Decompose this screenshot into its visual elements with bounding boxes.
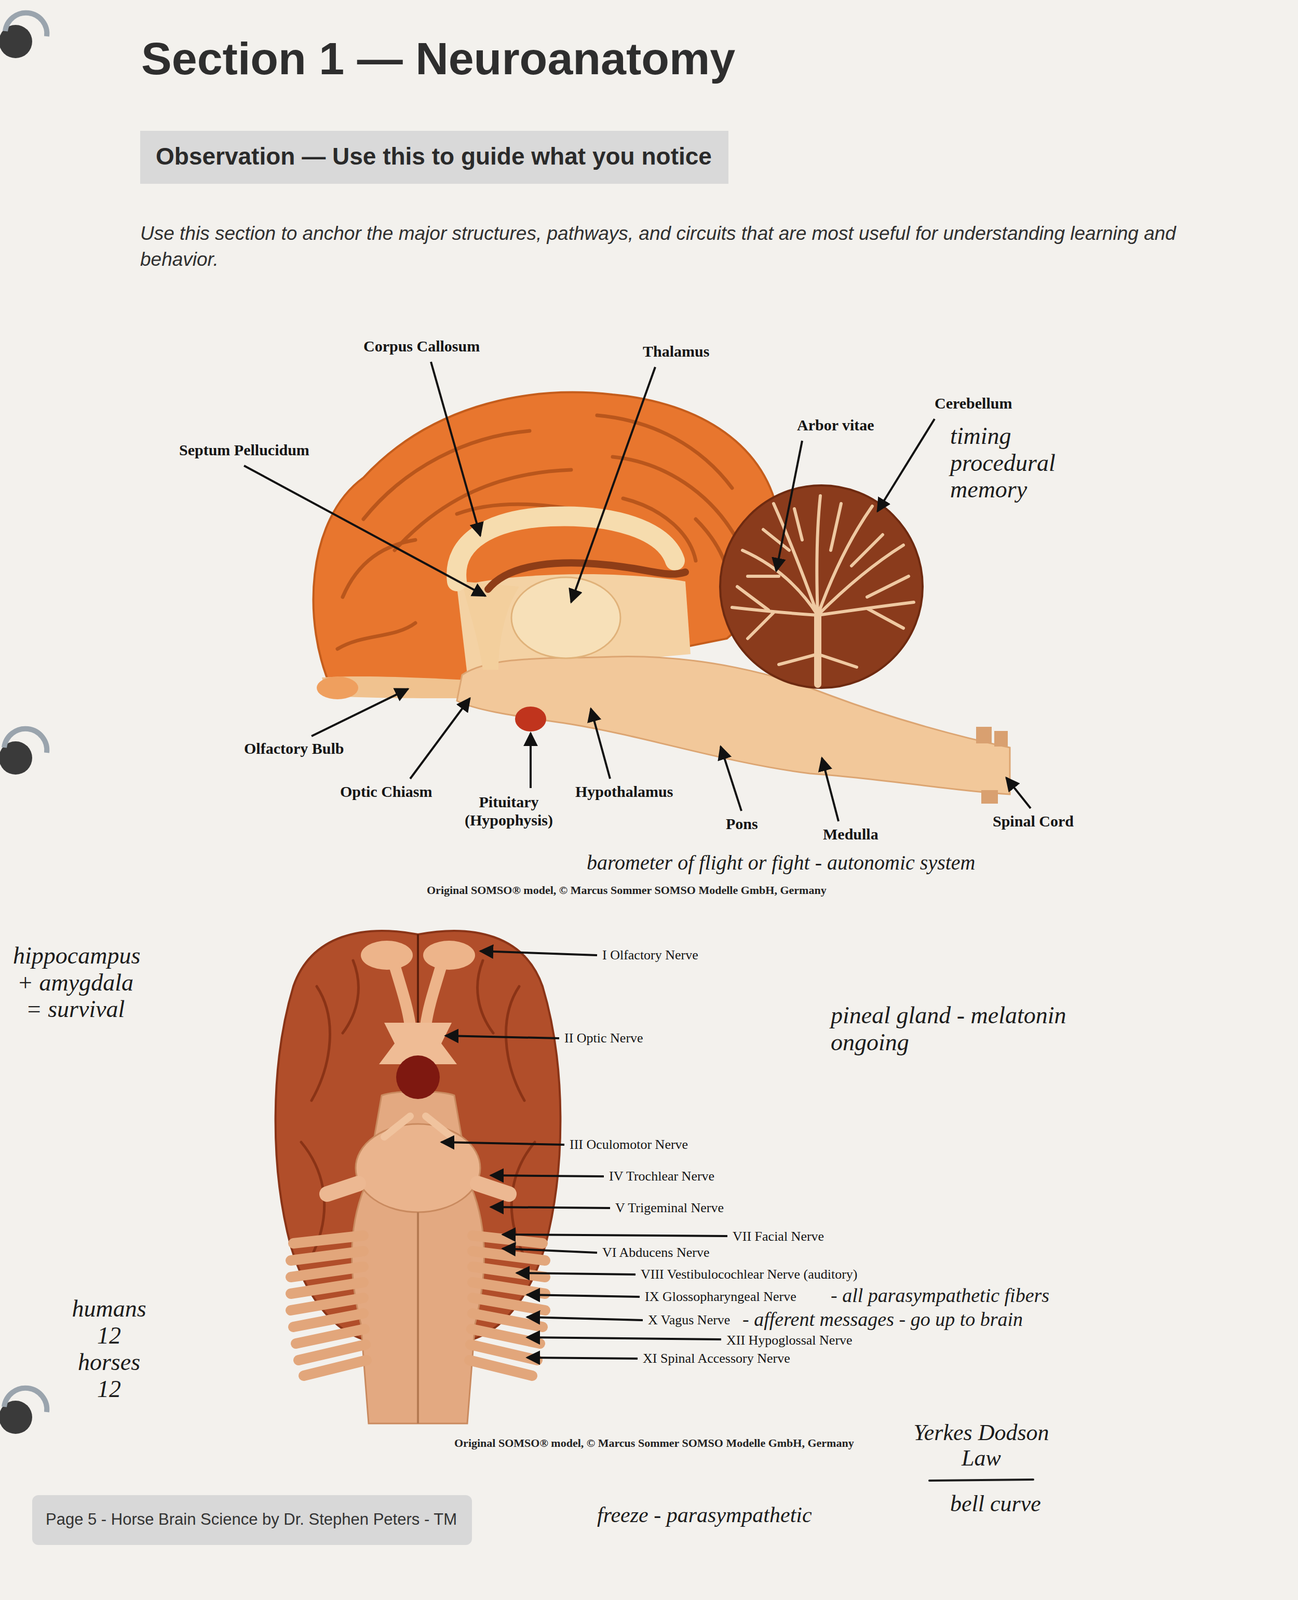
structure-label: Corpus Callosum: [363, 337, 480, 356]
leader-arrow: [526, 1357, 638, 1359]
leader-arrow: [445, 1035, 560, 1039]
page-title: Section 1 — Neuroanatomy: [141, 32, 736, 85]
thalamus: [511, 577, 621, 659]
olfactory-bulb: [316, 676, 359, 700]
copyright-note: Original SOMSO® model, © Marcus Sommer S…: [426, 883, 827, 898]
cranial-nerve: [327, 1183, 509, 1195]
structure-label: Spinal Cord: [992, 812, 1074, 831]
leader-arrow: [526, 1317, 643, 1321]
nerve-label: I Olfactory Nerve: [602, 947, 699, 964]
structure-label: Pons: [725, 815, 759, 834]
leader-arrow: [311, 688, 409, 737]
handwritten-note: - all parasympathetic fibers: [830, 1284, 1050, 1307]
olfactory-bulb: [423, 940, 476, 970]
leader-arrow: [571, 367, 656, 603]
intro-text: Use this section to anchor the major str…: [140, 220, 1231, 273]
pituitary: [515, 706, 547, 732]
brainstem: [351, 1091, 484, 1425]
leader-arrow: [776, 440, 803, 572]
nerve-root: [976, 726, 992, 744]
binder-ring: [5, 12, 47, 37]
structure-label: Medulla: [822, 825, 879, 844]
nerve-label: XII Hypoglossal Nerve: [726, 1332, 853, 1349]
arbor-vitae: [732, 495, 914, 668]
nerve-label: IX Glossopharyngeal Nerve: [644, 1289, 797, 1305]
nerve-label: X Vagus Nerve: [647, 1312, 730, 1329]
structure-label: Olfactory Bulb: [244, 739, 345, 759]
nerve-root: [994, 731, 1008, 747]
binder-rings: [0, 12, 47, 1435]
handwritten-note: freeze - parasympathetic: [597, 1503, 813, 1528]
longitudinal-fissure: [416, 934, 419, 1034]
node-text: Observation — Use this to guide what you…: [155, 142, 713, 171]
handwritten-note: Yerkes Dodson Law: [903, 1420, 1060, 1472]
leader-arrow: [502, 1234, 728, 1237]
leader-arrow: [526, 1294, 640, 1297]
structure-label: Optic Chiasm: [340, 782, 433, 802]
nerve-label: II Optic Nerve: [564, 1030, 644, 1047]
handwritten-note: timing procedural memory: [950, 422, 1096, 504]
cranial-nerve: [469, 1235, 546, 1376]
olfactory-tract: [394, 965, 442, 1026]
olfactory-bulb: [360, 940, 413, 970]
nerve-label: XI Spinal Accessory Nerve: [642, 1350, 791, 1367]
leader-arrow: [430, 361, 481, 536]
leader-arrow: [410, 698, 470, 779]
leader-arrow: [720, 746, 742, 811]
structure-label: Septum Pellucidum: [179, 441, 310, 460]
cranial-nerve: [384, 1116, 452, 1138]
leader-arrow: [590, 708, 611, 779]
handwritten-note: pineal gland - melatonin ongoing: [830, 1002, 1143, 1056]
section-banner: Observation — Use this to guide what you…: [140, 130, 729, 184]
ventral-brain-model: [275, 930, 561, 1424]
leader-arrow: [529, 733, 532, 789]
cerebellum: [720, 485, 923, 688]
nerve-label: III Oculomotor Nerve: [569, 1137, 688, 1153]
nerve-label: VII Facial Nerve: [732, 1228, 824, 1245]
septum-pellucidum: [462, 581, 520, 670]
leader-arrows: [244, 361, 1031, 1359]
leader-arrow: [877, 418, 935, 512]
copyright-note: Original SOMSO® model, © Marcus Sommer S…: [454, 1436, 855, 1451]
nerve-label: VIII Vestibulocochlear Nerve (auditory): [640, 1266, 858, 1283]
brainstem: [456, 656, 1010, 795]
structure-label: Thalamus: [642, 342, 710, 361]
structure-label: Pituitary (Hypophysis): [451, 793, 566, 830]
structure-label: Hypothalamus: [575, 782, 673, 802]
nerve-label: IV Trochlear Nerve: [609, 1168, 715, 1185]
leader-arrow: [441, 1142, 565, 1145]
leader-arrow: [526, 1337, 722, 1340]
handwritten-note: humans 12 horses 12: [64, 1295, 154, 1403]
leader-arrow: [502, 1248, 598, 1253]
ventral-fissure: [416, 1212, 419, 1424]
handwritten-underline: [929, 1479, 1034, 1481]
leader-arrow: [490, 1207, 611, 1209]
nerve-root: [981, 790, 998, 804]
handwritten-note: hippocampus + amygdala = survival: [12, 942, 138, 1023]
leader-arrow: [490, 1175, 604, 1177]
structure-label: Arbor vitae: [796, 416, 875, 435]
binder-ring: [4, 728, 47, 753]
handwritten-note: - afferent messages - go up to brain: [742, 1308, 1023, 1331]
cerebrum: [313, 392, 780, 695]
leader-arrow: [821, 758, 839, 822]
node-text: Page 5 - Horse Brain Science by Dr. Step…: [45, 1509, 459, 1530]
arbor-vitae: [814, 615, 822, 685]
cranial-nerve: [290, 1235, 367, 1376]
binder-ring: [4, 1388, 47, 1413]
page-footer: Page 5 - Horse Brain Science by Dr. Step…: [32, 1495, 472, 1546]
leader-arrow: [1006, 777, 1031, 809]
pons: [355, 1124, 481, 1213]
handwritten-note: barometer of flight or fight - autonomic…: [586, 851, 976, 875]
pituitary: [396, 1055, 440, 1100]
leader-arrow: [244, 465, 486, 597]
nerve-label: V Trigeminal Nerve: [615, 1200, 724, 1216]
structure-label: Cerebellum: [934, 394, 1012, 413]
leader-arrow: [480, 951, 598, 956]
leader-arrow: [516, 1273, 636, 1275]
nerve-label: VI Abducens Nerve: [602, 1245, 710, 1261]
handwritten-note: bell curve: [950, 1491, 1041, 1517]
sagittal-brain-model: [313, 392, 1010, 804]
